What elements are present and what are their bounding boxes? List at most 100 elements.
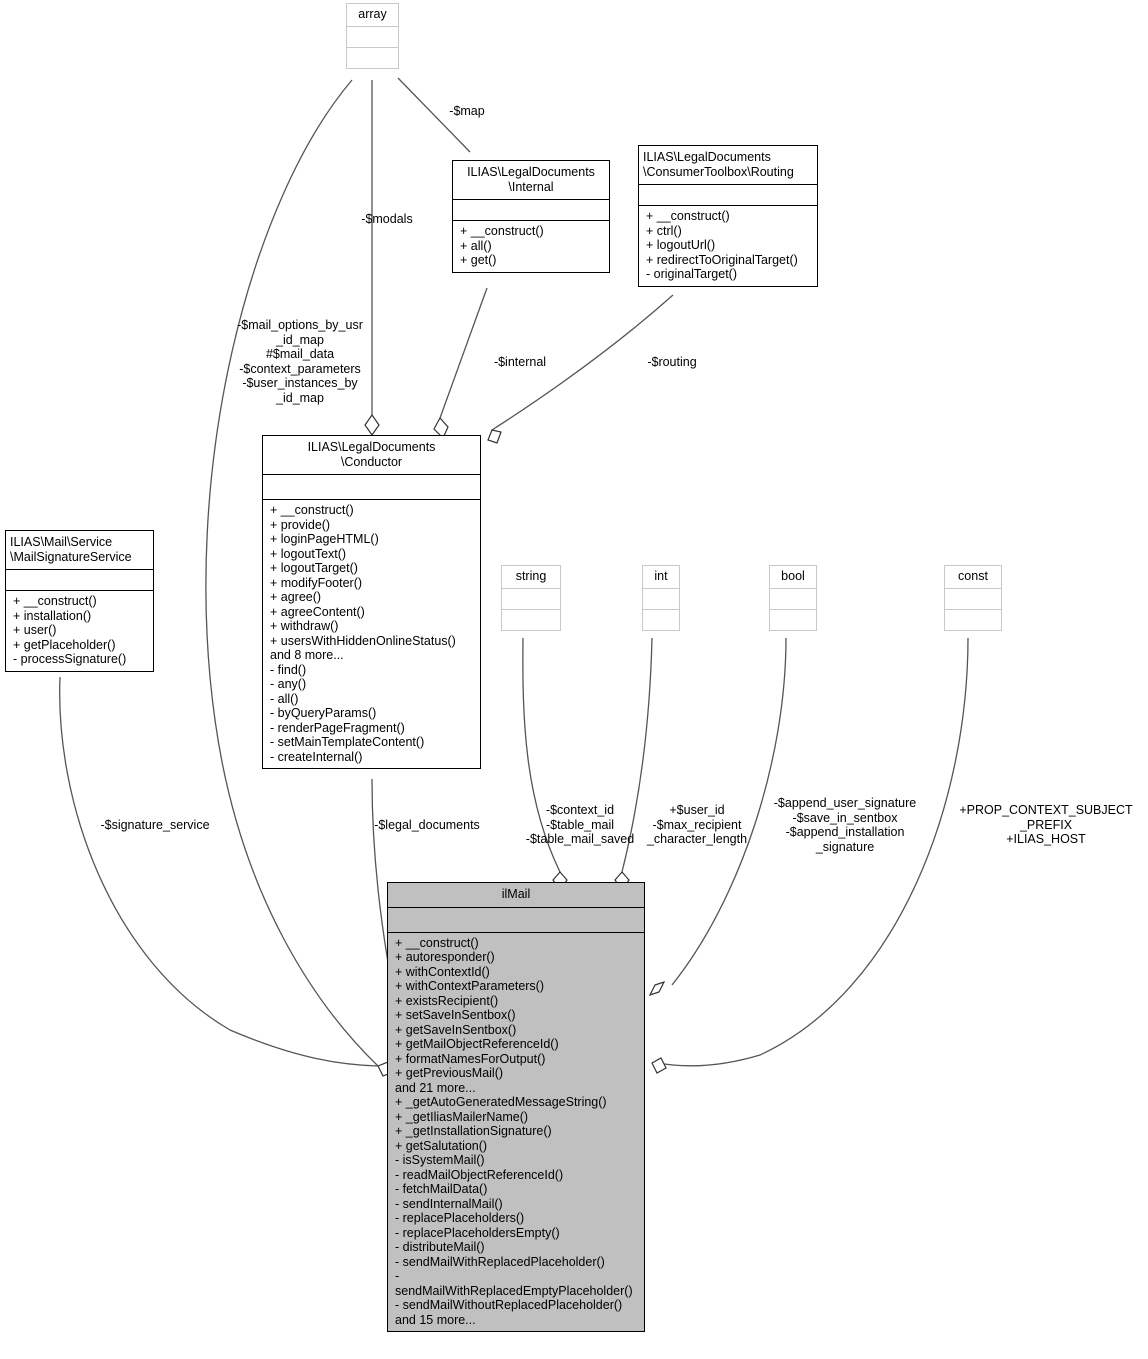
node-mailsignatureservice-attributes [6,570,153,591]
edge-label-mail-options: -$mail_options_by_usr _id_map #$mail_dat… [237,318,363,405]
edge-label-prop-context: +PROP_CONTEXT_SUBJECT _PREFIX +ILIAS_HOS… [959,803,1133,847]
node-array[interactable]: array [346,3,399,69]
edge-label-signature-service: -$signature_service [100,818,210,832]
operation: + logoutUrl() [646,238,716,252]
node-ilmail-attributes [388,908,644,933]
node-const-title: const [945,566,1001,589]
operation: - setMainTemplateContent() [270,735,425,749]
node-const-attributes [945,589,1001,610]
node-int[interactable]: int [642,565,680,631]
operation: + usersWithHiddenOnlineStatus() [270,633,456,648]
node-string-attributes [502,589,560,610]
node-string[interactable]: string [501,565,561,631]
operation: + __construct() [460,224,544,238]
operation: + _getAutoGeneratedMessageString() [395,1095,607,1109]
operation: - byQueryParams() [270,706,377,720]
operation: - isSystemMail() [395,1153,485,1167]
node-int-title: int [643,566,679,589]
node-internal[interactable]: ILIAS\LegalDocuments \Internal + __const… [452,160,610,273]
operation: + autoresponder() [395,950,495,964]
operation: + __construct() [395,935,479,950]
operation: + modifyFooter() [270,575,363,590]
node-conductor[interactable]: ILIAS\LegalDocuments \Conductor + __cons… [262,435,481,769]
diamond-routing [487,429,502,444]
operation: + getSaveInSentbox() [395,1022,517,1037]
operation: + __construct() [646,209,730,223]
node-const-operations [945,610,1001,630]
operation: - sendMailWithoutReplacedPlaceholder() [395,1298,623,1312]
node-array-attributes [347,27,398,48]
operation: + all() [460,238,492,253]
operation: - replacePlaceholdersEmpty() [395,1225,560,1240]
diamond-modals [364,413,380,437]
operation: + get() [460,253,497,267]
operation: - distributeMail() [395,1240,485,1254]
edge-internal-conductor [439,287,488,419]
operation: + installation() [13,608,92,623]
node-bool-title: bool [770,566,816,589]
node-routing-operations: + __construct() + ctrl() + logoutUrl() +… [639,206,817,286]
operation: + __construct() [270,503,354,517]
node-array-title: array [347,4,398,27]
operation: + getSalutation() [395,1138,488,1153]
operation: + getPreviousMail() [395,1066,504,1080]
node-mailsignatureservice-operations: + __construct() + installation() + user(… [6,591,153,671]
operation: - fetchMailData() [395,1182,488,1196]
operation: + provide() [270,517,331,532]
operation: + logoutTarget() [270,561,358,575]
operation: - originalTarget() [646,267,738,281]
operation: - readMailObjectReferenceId() [395,1167,564,1182]
node-mailsignatureservice[interactable]: ILIAS\Mail\Service \MailSignatureService… [5,530,154,672]
edge-label-legal-documents: -$legal_documents [374,818,480,832]
operation-more: and 15 more... [395,1312,476,1327]
node-internal-title: ILIAS\LegalDocuments \Internal [453,161,609,200]
operation: + agree() [270,590,322,604]
node-array-operations [347,48,398,68]
node-internal-attributes [453,200,609,221]
edge-label-internal: -$internal [493,355,547,369]
operation: + loginPageHTML() [270,532,379,546]
operation: - sendInternalMail() [395,1196,503,1211]
operation: + _getInstallationSignature() [395,1124,552,1138]
node-routing-title: ILIAS\LegalDocuments \ConsumerToolbox\Ro… [639,146,817,185]
node-routing[interactable]: ILIAS\LegalDocuments \ConsumerToolbox\Ro… [638,145,818,287]
node-int-operations [643,610,679,630]
node-bool-attributes [770,589,816,610]
operation: - replacePlaceholders() [395,1211,525,1225]
operation: + agreeContent() [270,604,365,619]
node-ilmail-operations: + __construct() + autoresponder() + with… [388,933,644,1332]
operation: + getPlaceholder() [13,637,116,652]
node-string-title: string [502,566,560,589]
node-int-attributes [643,589,679,610]
operation: + ctrl() [646,223,682,238]
operation: + __construct() [13,594,97,608]
node-bool[interactable]: bool [769,565,817,631]
edge-label-routing: -$routing [647,355,697,369]
node-string-operations [502,610,560,630]
node-const[interactable]: const [944,565,1002,631]
operation: + withContextId() [395,964,490,979]
edge-label-append-user-signature: -$append_user_signature -$save_in_sentbo… [773,796,917,854]
node-ilmail[interactable]: ilMail + __construct() + autoresponder()… [387,882,645,1332]
operation: - renderPageFragment() [270,720,405,735]
operation-more: and 21 more... [395,1080,476,1095]
operation: - any() [270,677,307,691]
operation: + redirectToOriginalTarget() [646,252,798,267]
node-bool-operations [770,610,816,630]
node-ilmail-title: ilMail [388,883,644,908]
operation: - all() [270,691,299,706]
edge-label-context-id: -$context_id -$table_mail -$table_mail_s… [525,803,635,847]
edge-label-modals: -$modals [361,212,413,226]
operation: - sendMailWithReplacedPlaceholder() [395,1254,605,1269]
node-routing-attributes [639,185,817,206]
operation: + existsRecipient() [395,993,499,1008]
operation-more: and 8 more... [270,648,344,662]
node-conductor-title: ILIAS\LegalDocuments \Conductor [263,436,480,475]
diamond-append-user-signature [648,980,666,997]
operation: + withContextParameters() [395,979,545,993]
operation: + getMailObjectReferenceId() [395,1037,559,1051]
operation: - sendMailWithReplacedEmptyPlaceholder() [395,1269,633,1298]
operation: + logoutText() [270,546,347,561]
node-conductor-operations: + __construct() + provide() + loginPageH… [263,500,480,768]
